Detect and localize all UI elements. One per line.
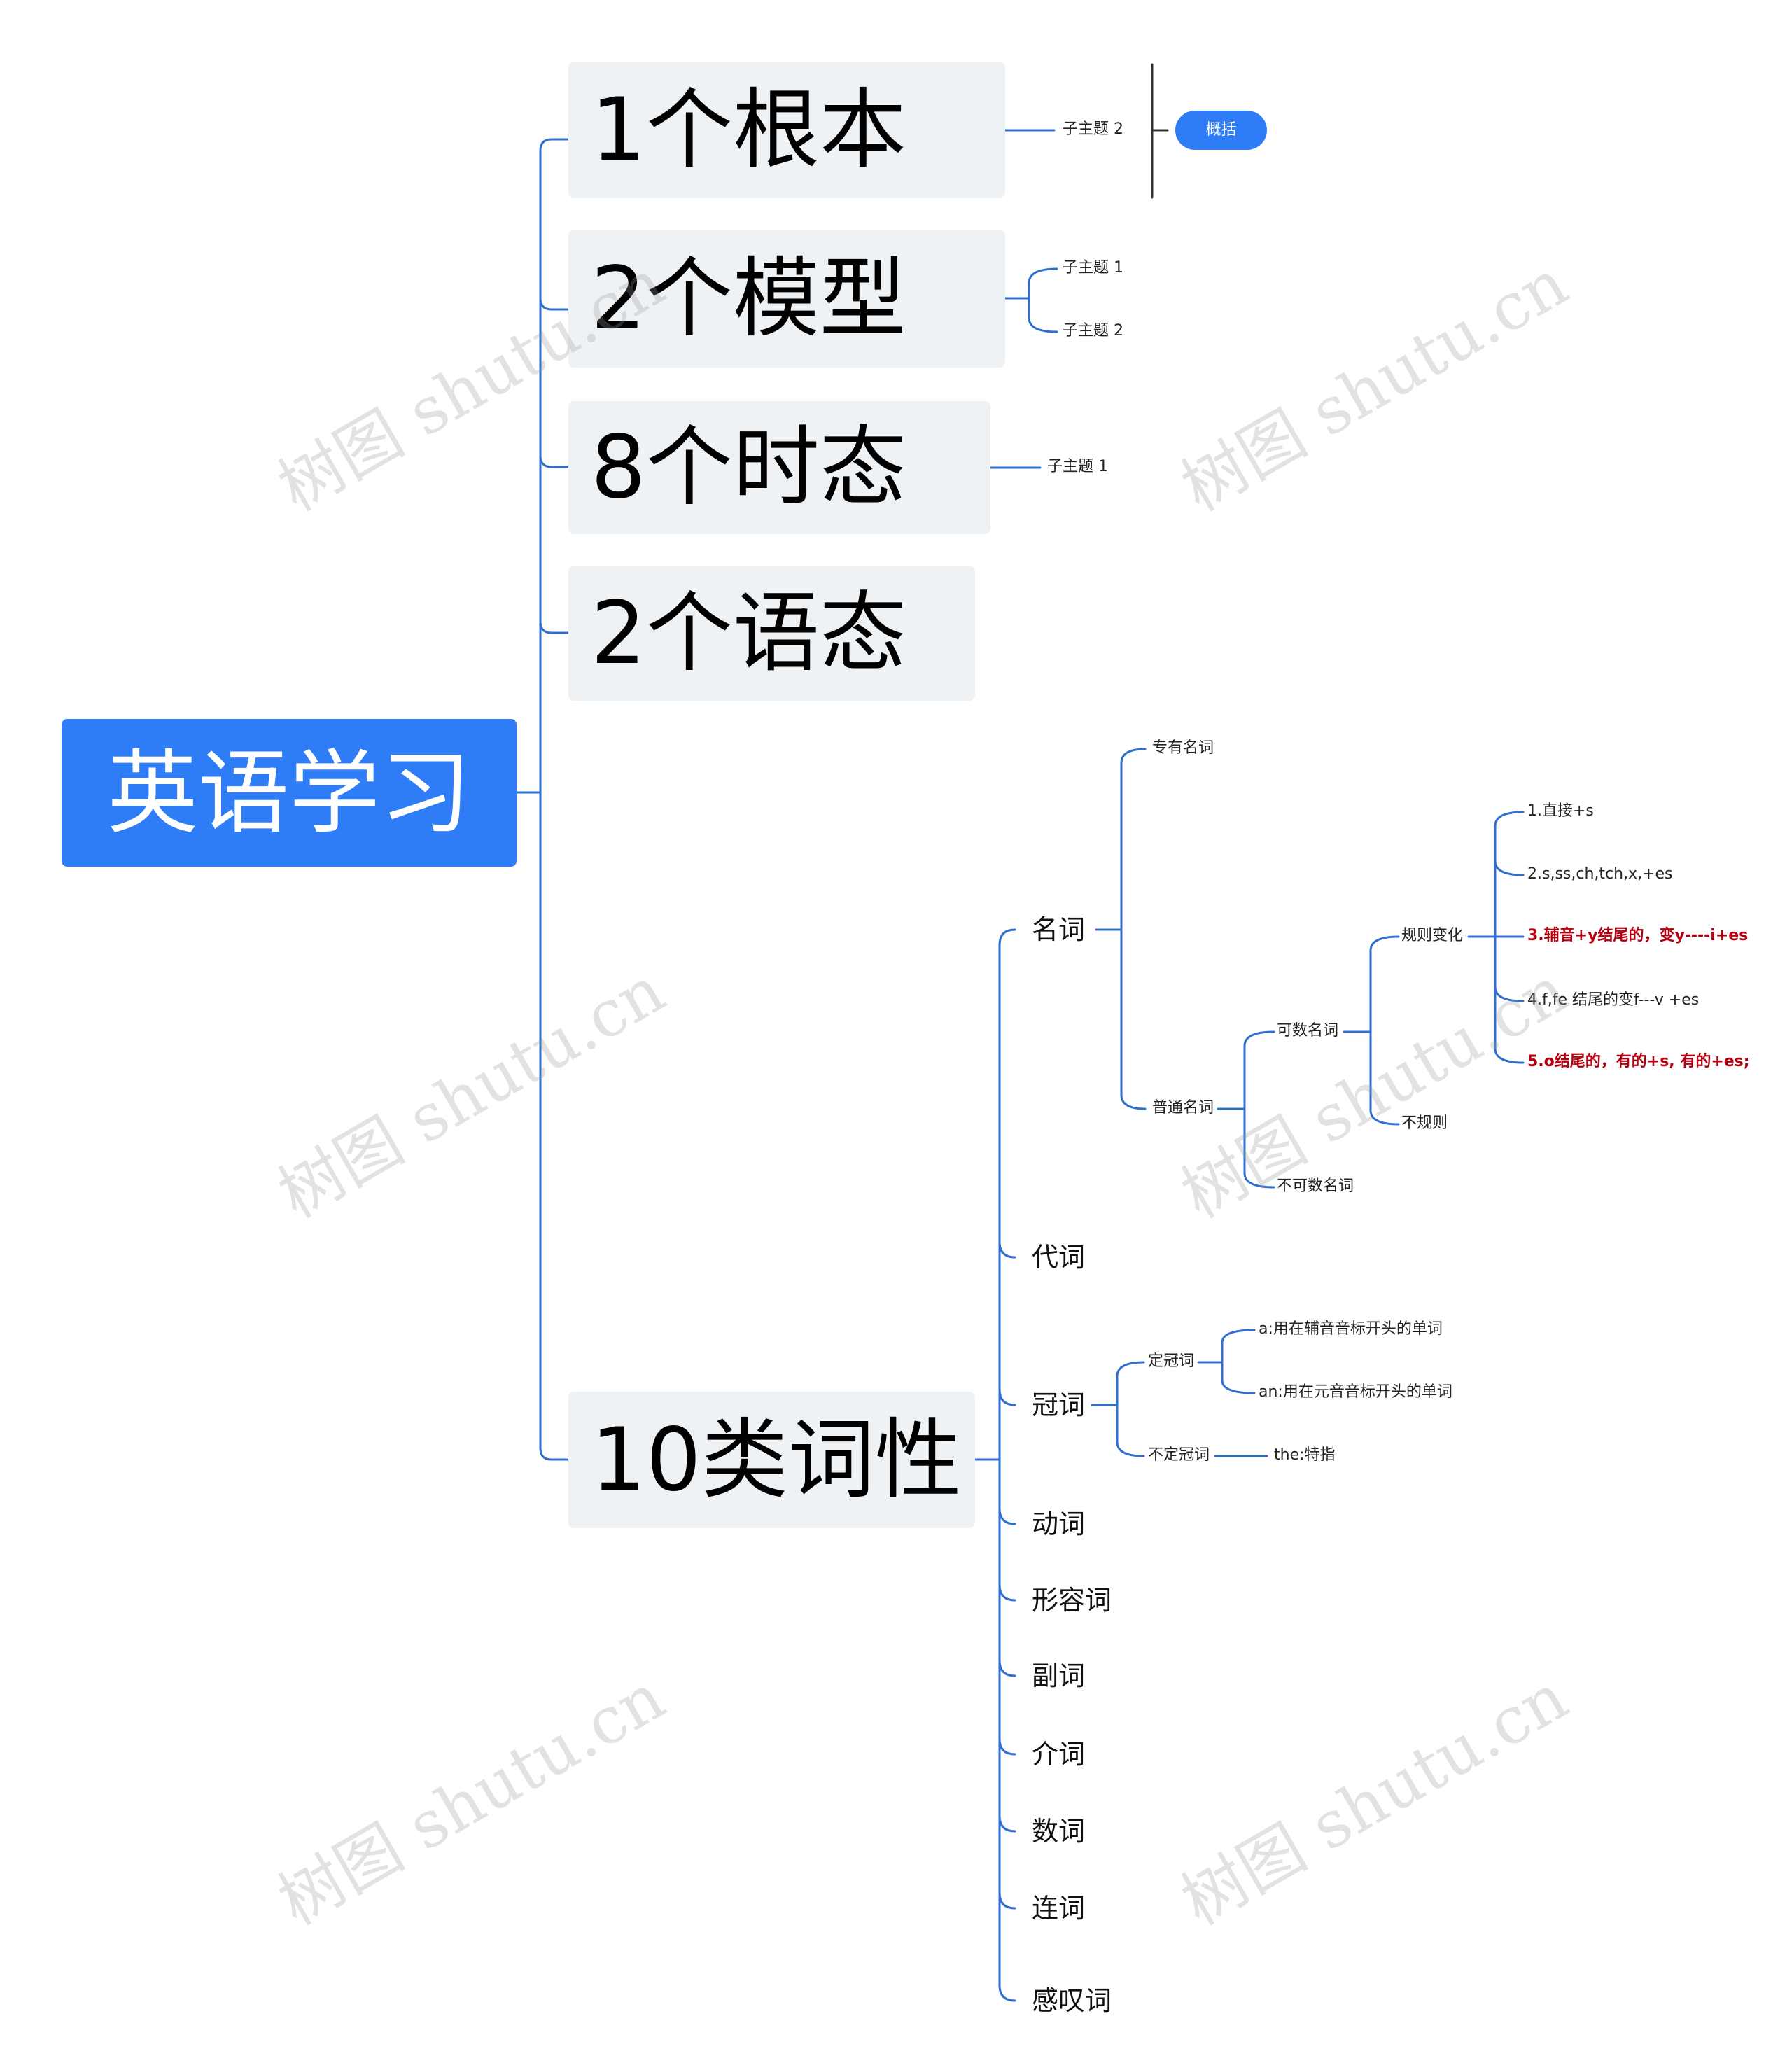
pos-pronoun[interactable]: 代词 [1030, 1242, 1087, 1273]
pos-adverb[interactable]: 副词 [1030, 1660, 1087, 1691]
noun-rule-1[interactable]: 1.直接+s [1526, 802, 1595, 820]
article-definite[interactable]: 定冠词 [1147, 1352, 1196, 1370]
pos-noun[interactable]: 名词 [1030, 914, 1087, 945]
tenses-subtopic-1[interactable]: 子主题 1 [1046, 458, 1110, 475]
noun-rule-2[interactable]: 2.s,ss,ch,tch,x,+es [1526, 865, 1674, 883]
models-subtopic-1[interactable]: 子主题 1 [1061, 259, 1125, 277]
pos-preposition[interactable]: 介词 [1030, 1739, 1087, 1770]
topic-tenses[interactable]: 8个时态 [568, 401, 990, 534]
root-node[interactable]: 英语学习 [62, 719, 517, 867]
noun-rule-5[interactable]: 5.o结尾的，有的+s, 有的+es; [1526, 1053, 1751, 1070]
topic-voices[interactable]: 2个语态 [568, 566, 975, 701]
pos-adjective[interactable]: 形容词 [1030, 1585, 1114, 1616]
topic-basic[interactable]: 1个根本 [568, 62, 1005, 198]
noun-uncountable[interactable]: 不可数名词 [1275, 1177, 1356, 1195]
article-a-rule[interactable]: a:用在辅音音标开头的单词 [1257, 1320, 1444, 1338]
models-subtopic-2[interactable]: 子主题 2 [1061, 322, 1125, 340]
noun-rule-3[interactable]: 3.辅音+y结尾的，变y----i+es [1526, 927, 1750, 944]
pos-conjunction[interactable]: 连词 [1030, 1893, 1087, 1924]
noun-common[interactable]: 普通名词 [1151, 1099, 1216, 1117]
noun-rule-4[interactable]: 4.f,fe 结尾的变f---v +es [1526, 991, 1701, 1009]
noun-proper[interactable]: 专有名词 [1151, 739, 1216, 757]
article-indefinite[interactable]: 不定冠词 [1147, 1446, 1212, 1464]
summary-pill[interactable]: 概括 [1175, 111, 1267, 150]
noun-regular-change[interactable]: 规则变化 [1400, 927, 1465, 944]
topic-models[interactable]: 2个模型 [568, 230, 1005, 368]
pos-verb[interactable]: 动词 [1030, 1509, 1087, 1539]
noun-irregular[interactable]: 不规则 [1400, 1114, 1450, 1132]
pos-article[interactable]: 冠词 [1030, 1390, 1087, 1420]
article-an-rule[interactable]: an:用在元音音标开头的单词 [1257, 1383, 1454, 1401]
pos-numeral[interactable]: 数词 [1030, 1816, 1087, 1847]
pos-interjection[interactable]: 感叹词 [1030, 1985, 1114, 2016]
topic-parts-of-speech[interactable]: 10类词性 [568, 1392, 975, 1528]
basic-subtopic-2[interactable]: 子主题 2 [1061, 120, 1125, 138]
article-the-rule[interactable]: the:特指 [1273, 1446, 1337, 1464]
noun-countable[interactable]: 可数名词 [1275, 1022, 1340, 1040]
